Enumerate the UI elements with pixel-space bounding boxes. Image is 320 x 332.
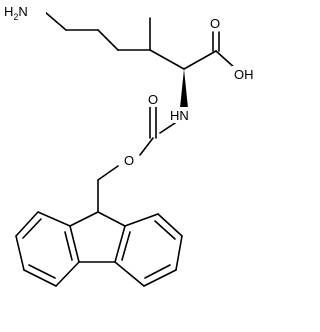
bond-left-ring-inner-1 — [22, 218, 42, 239]
amine-h: H — [4, 4, 13, 19]
bond-right-ring-2 — [157, 213, 183, 237]
bond-left-ring-1 — [37, 211, 71, 227]
bond-c2-c3 — [97, 29, 119, 51]
bonds — [15, 11, 237, 287]
nh-label: HN — [170, 108, 189, 123]
bond-right-ring-inner-2 — [144, 264, 171, 279]
bond-carbamate-o — [139, 137, 154, 156]
bond-right-ring-3 — [175, 235, 183, 271]
carboxyl-oh: OH — [234, 67, 254, 82]
amine-subscript: 2 — [13, 12, 18, 22]
bond-left-ring-inner-3 — [64, 231, 73, 261]
bond-c4-calpha — [149, 49, 185, 70]
bond-left-ring-5 — [55, 261, 80, 287]
bond-left-ring-4 — [23, 269, 57, 287]
bond-right-ring-inner-1 — [154, 220, 176, 240]
bond-right-ring-6 — [114, 225, 126, 263]
bond-left-ring-3 — [15, 235, 25, 271]
bond-right-ring-5 — [114, 261, 145, 287]
atom-labels: H2N O OH HN O O — [2, 2, 262, 168]
bond-c9-c8a — [97, 211, 126, 227]
bond-c9-c9a — [69, 211, 99, 227]
carboxyl-carbonyl-o: O — [210, 16, 220, 31]
amine-n: N — [18, 4, 27, 19]
amine-label: H2N — [4, 4, 28, 22]
bond-right-ring-1 — [124, 213, 159, 227]
bond-left-ring-inner-2 — [28, 264, 56, 279]
wedge-bond-calpha-n — [180, 69, 188, 108]
carbamate-carbonyl-o: O — [148, 92, 158, 107]
bond-left-ring-6 — [69, 225, 80, 263]
bond-o-ch2 — [97, 165, 119, 181]
bond-left-ring-2 — [15, 211, 39, 237]
bond-calpha-cooh — [183, 50, 217, 70]
bond-n-c1 — [44, 11, 67, 31]
bond-right-ring-inner-3 — [121, 231, 131, 261]
ester-o: O — [124, 153, 134, 168]
bond-right-ring-4 — [143, 269, 177, 287]
molecule-structure: H2N O OH HN O O — [2, 2, 262, 287]
